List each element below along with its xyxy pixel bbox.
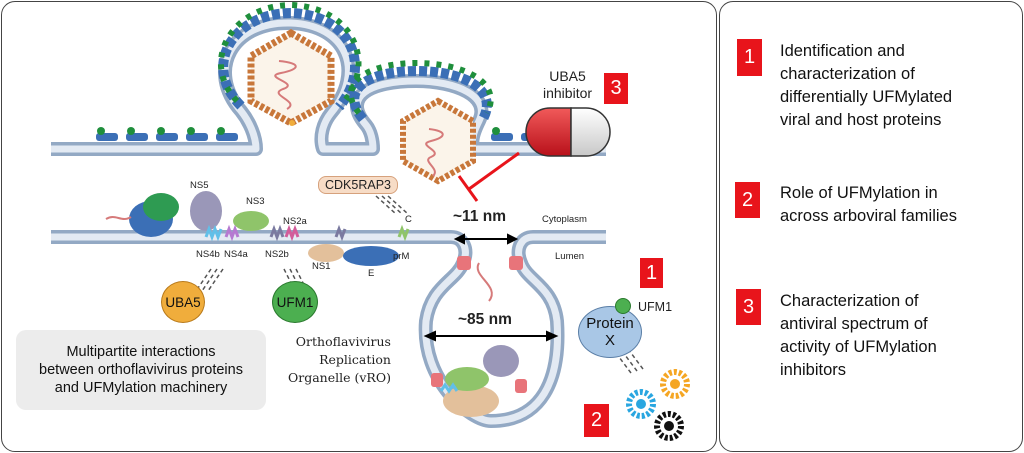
info-line3: and UFMylation machinery <box>54 380 228 396</box>
cytoplasm-label: Cytoplasm <box>542 214 587 225</box>
capsid-2 <box>400 97 476 185</box>
info-line1: Multipartite interactions <box>66 344 216 360</box>
badge-viruses: 2 <box>584 404 609 437</box>
right-item-1-line2: characterization of <box>780 65 915 83</box>
glycoprotein-spikes <box>96 1 543 141</box>
neck-size-label: ~11 nm <box>453 208 506 225</box>
right-item-3-line1: Characterization of <box>780 292 919 310</box>
right-item-2-text: Role of UFMylation in across arboviral f… <box>780 182 957 228</box>
ufm1-protein: UFM1 <box>272 281 318 323</box>
right-item-3-line2: antiviral spectrum of <box>780 315 928 333</box>
uba5-inhibitor-line2: inhibitor <box>543 85 593 101</box>
right-item-3-line3: activity of UFMylation <box>780 338 937 356</box>
measure-arrows <box>423 233 559 342</box>
right-item-3-text: Characterization of antiviral spectrum o… <box>780 290 937 382</box>
ns2b-label: NS2b <box>265 249 289 260</box>
right-item-1-text: Identification and characterization of d… <box>780 40 952 132</box>
virus-icons <box>626 369 690 441</box>
capsid-1 <box>247 28 335 127</box>
ns1-label: NS1 <box>312 261 331 272</box>
protein-x-line2: X <box>604 332 615 349</box>
uba5-protein: UBA5 <box>161 281 205 323</box>
info-box: Multipartite interactions between orthof… <box>16 330 266 410</box>
lumen-label: Lumen <box>555 251 585 262</box>
vro-line2: Replication <box>319 352 391 367</box>
right-item-1-line4: viral and host proteins <box>780 111 942 129</box>
right-item-2-badge: 2 <box>735 182 760 218</box>
viral-proteins <box>105 191 410 266</box>
right-item-1-line3: differentially UFMylated <box>780 88 953 106</box>
right-item-3-line4: inhibitors <box>780 361 847 379</box>
ns2a-label: NS2a <box>283 216 307 227</box>
inhibition-line <box>457 151 520 202</box>
right-item-2-line1: Role of UFMylation in <box>780 184 938 202</box>
right-item-1-badge: 1 <box>737 39 762 76</box>
right-item-1-line1: Identification and <box>780 42 905 60</box>
prm-label: prM <box>393 251 410 262</box>
right-item-2-line2: across arboviral families <box>780 207 957 225</box>
ns3-label: NS3 <box>246 196 265 207</box>
uba5-inhibitor-pill <box>525 107 611 157</box>
badge-inhibitor: 3 <box>604 73 628 104</box>
vro-line3: Organelle (vRO) <box>288 370 391 385</box>
c-label: C <box>405 214 412 225</box>
badge-protein: 1 <box>640 258 663 288</box>
ufm1-tag-dot <box>615 298 631 314</box>
vro-line1: Orthoflavivirus <box>295 334 391 349</box>
ufm1-tag-label: UFM1 <box>638 300 673 314</box>
uba5-inhibitor-line1: UBA5 <box>549 68 586 84</box>
vro-complex <box>431 345 527 417</box>
vro-title: Orthoflavivirus Replication Organelle (v… <box>288 333 391 387</box>
protein-x: Protein X <box>578 306 642 358</box>
e-label: E <box>368 268 375 279</box>
illustration <box>51 1 690 441</box>
protein-x-line1: Protein <box>586 315 634 332</box>
info-line2: between orthoflavivirus proteins <box>39 362 243 378</box>
er-membrane <box>51 230 606 428</box>
right-item-3-badge: 3 <box>736 289 761 325</box>
ns4a-label: NS4a <box>224 249 248 260</box>
ns5-label: NS5 <box>190 180 209 191</box>
vro-size-label: ~85 nm <box>458 311 512 328</box>
uba5-inhibitor-label: UBA5 inhibitor <box>543 68 592 102</box>
right-panel <box>719 1 1023 452</box>
cdk5rap3-label: CDK5RAP3 <box>318 176 398 194</box>
ns4b-label: NS4b <box>196 249 220 260</box>
